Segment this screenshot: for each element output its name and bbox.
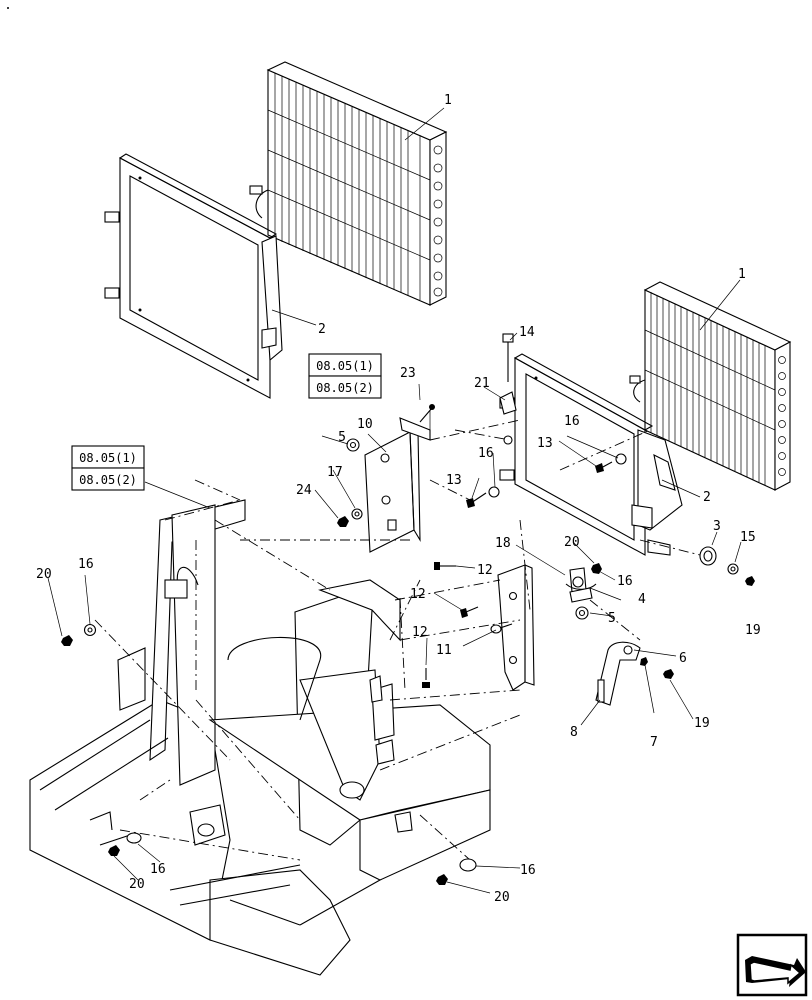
callout-19: 19 bbox=[745, 623, 761, 638]
callout-20: 20 bbox=[564, 535, 580, 550]
callout-5: 5 bbox=[338, 430, 346, 445]
leader-lines bbox=[47, 107, 742, 894]
bracket-8 bbox=[595, 641, 641, 706]
ref-a-top: 08.05(1) bbox=[316, 359, 374, 373]
bracket-11 bbox=[497, 564, 535, 691]
callout-12: 12 bbox=[412, 625, 428, 640]
callout-16: 16 bbox=[478, 446, 494, 461]
condenser-upper-left bbox=[249, 61, 448, 306]
callout-3: 3 bbox=[713, 519, 721, 534]
callout-17: 17 bbox=[327, 465, 343, 480]
callout-16: 16 bbox=[78, 557, 94, 572]
callout-4: 4 bbox=[638, 592, 646, 607]
ref-a-bottom: 08.05(2) bbox=[316, 381, 374, 395]
explode-lines bbox=[94, 419, 701, 861]
callout-10: 10 bbox=[357, 417, 373, 432]
callout-8: 8 bbox=[570, 725, 578, 740]
hardware bbox=[61, 333, 755, 885]
callout-7: 7 bbox=[650, 735, 658, 750]
ref-box-a[interactable]: 08.05(1) 08.05(2) bbox=[308, 353, 382, 399]
callouts: 1 2 1 2 3 4 5 5 6 7 8 10 11 12 12 12 13 … bbox=[36, 93, 761, 905]
ref-b-bottom: 08.05(2) bbox=[79, 473, 137, 487]
callout-2: 2 bbox=[318, 322, 326, 337]
callout-20: 20 bbox=[494, 890, 510, 905]
callout-18: 18 bbox=[495, 536, 511, 551]
callout-1: 1 bbox=[444, 93, 452, 108]
callout-11: 11 bbox=[436, 643, 452, 658]
callout-6: 6 bbox=[679, 651, 687, 666]
next-page-arrow-icon[interactable] bbox=[736, 933, 808, 997]
callout-2: 2 bbox=[703, 490, 711, 505]
callout-5: 5 bbox=[608, 611, 616, 626]
frame-upper-left bbox=[104, 153, 283, 399]
callout-13: 13 bbox=[446, 473, 462, 488]
ref-b-top: 08.05(1) bbox=[79, 451, 137, 465]
callout-13: 13 bbox=[537, 436, 553, 451]
callout-16: 16 bbox=[520, 863, 536, 878]
callout-16: 16 bbox=[150, 862, 166, 877]
callout-21: 21 bbox=[474, 376, 490, 391]
callout-14: 14 bbox=[519, 325, 535, 340]
callout-1: 1 bbox=[738, 267, 746, 282]
callout-16: 16 bbox=[617, 574, 633, 589]
callout-20: 20 bbox=[129, 877, 145, 892]
callout-16: 16 bbox=[564, 414, 580, 429]
frame-right bbox=[499, 353, 683, 556]
callout-12: 12 bbox=[477, 563, 493, 578]
callout-19: 19 bbox=[694, 716, 710, 731]
callout-15: 15 bbox=[740, 530, 756, 545]
callout-20: 20 bbox=[36, 567, 52, 582]
chassis-main bbox=[29, 499, 491, 976]
callout-24: 24 bbox=[296, 483, 312, 498]
callout-12: 12 bbox=[410, 587, 426, 602]
callout-23: 23 bbox=[400, 366, 416, 381]
ref-box-b[interactable]: 08.05(1) 08.05(2) bbox=[71, 445, 145, 491]
condenser-right bbox=[629, 281, 792, 491]
bracket-10 bbox=[364, 417, 431, 553]
